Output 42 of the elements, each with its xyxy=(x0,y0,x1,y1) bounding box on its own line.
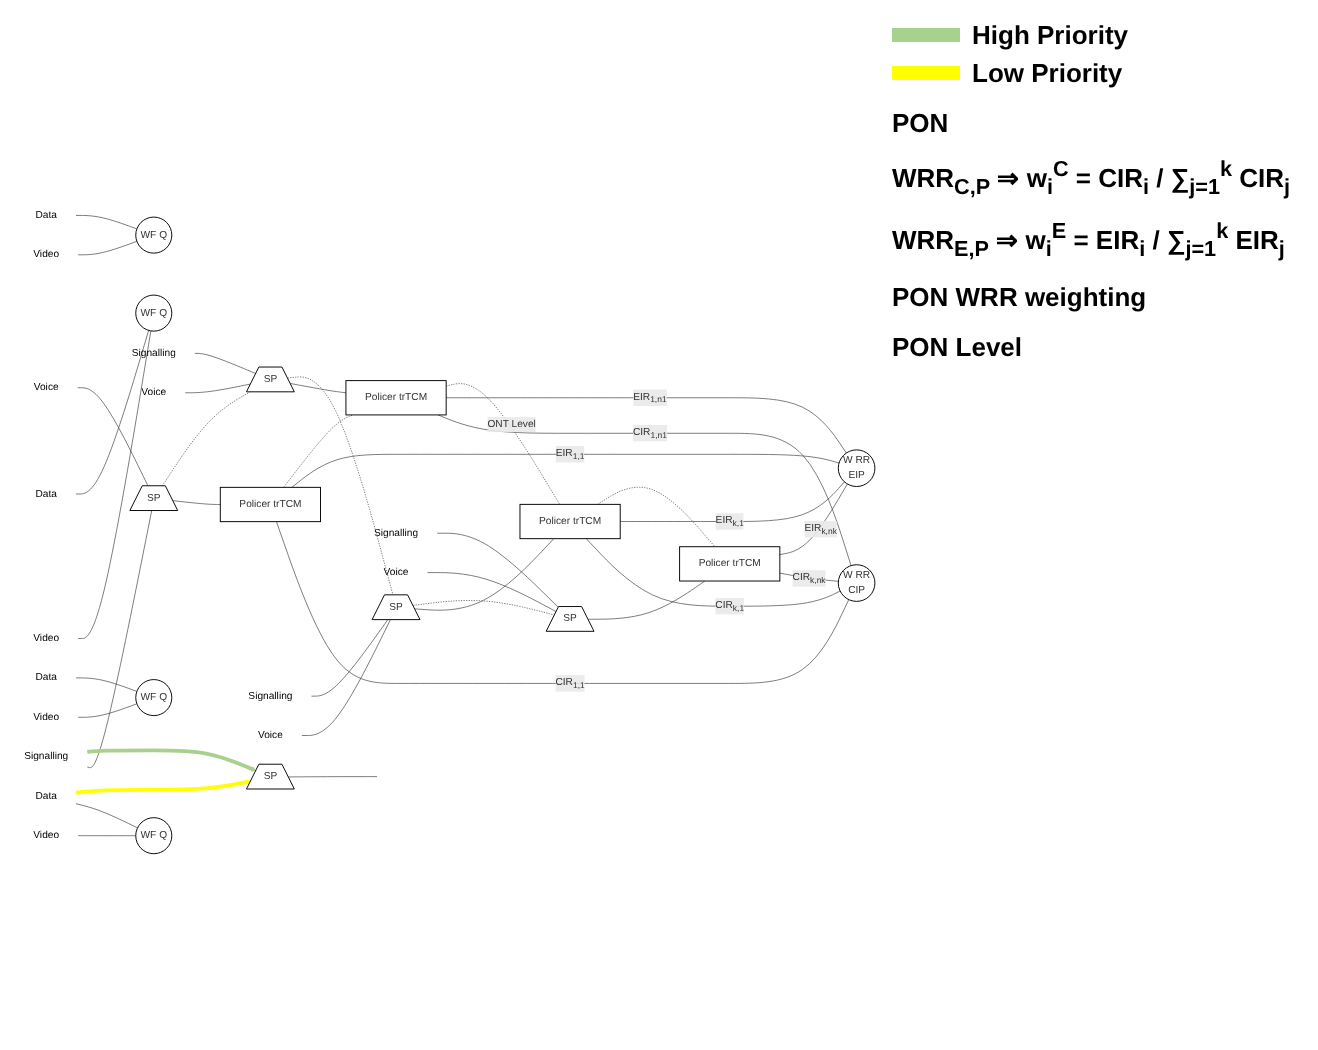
connector xyxy=(287,375,394,595)
connector xyxy=(161,390,250,486)
connector xyxy=(427,571,557,612)
connector xyxy=(436,531,559,607)
connector xyxy=(619,480,845,521)
connector xyxy=(75,802,138,828)
connector xyxy=(779,482,848,554)
connector xyxy=(77,834,137,836)
connector xyxy=(445,382,561,504)
note-text: PON WRR weighting xyxy=(892,281,1149,312)
note-text: WRR$_{C,P}$ ⇒ w$_{i}$$^{C}$ = CIR$_{i}$ / ∑$_{j=1}$$^{k}$ CIR$_{j}$ xyxy=(892,158,1293,200)
connector xyxy=(77,240,138,255)
connector xyxy=(587,579,706,619)
note-text: PON Level xyxy=(892,331,1025,362)
connector xyxy=(597,485,716,547)
note-text: PON xyxy=(892,108,951,138)
connector xyxy=(311,618,388,696)
legend-label: Low Priority xyxy=(972,58,1123,88)
arrow xyxy=(87,747,257,771)
connector xyxy=(194,352,257,373)
connector xyxy=(75,214,138,229)
connector xyxy=(75,676,138,691)
connector xyxy=(86,509,152,767)
connector xyxy=(77,386,149,486)
connector xyxy=(172,499,221,504)
connector xyxy=(276,520,850,683)
connector xyxy=(184,382,252,393)
connector xyxy=(283,413,354,487)
connector xyxy=(445,396,847,453)
arrow xyxy=(75,778,252,794)
connector xyxy=(291,453,840,487)
connector xyxy=(288,775,378,777)
connector xyxy=(301,618,391,735)
connector xyxy=(77,329,152,638)
note-text: WRR$_{E,P}$ ⇒ w$_{i}$$^{E}$ = EIR$_{i}$ / ∑$_{j=1}$$^{k}$ EIR$_{j}$ xyxy=(892,219,1287,262)
connector xyxy=(414,537,555,610)
connector xyxy=(437,413,852,565)
connector xyxy=(412,599,556,615)
connector xyxy=(290,382,347,392)
legend-label: High Priority xyxy=(972,20,1129,50)
connector xyxy=(77,702,138,717)
connector xyxy=(75,329,149,494)
